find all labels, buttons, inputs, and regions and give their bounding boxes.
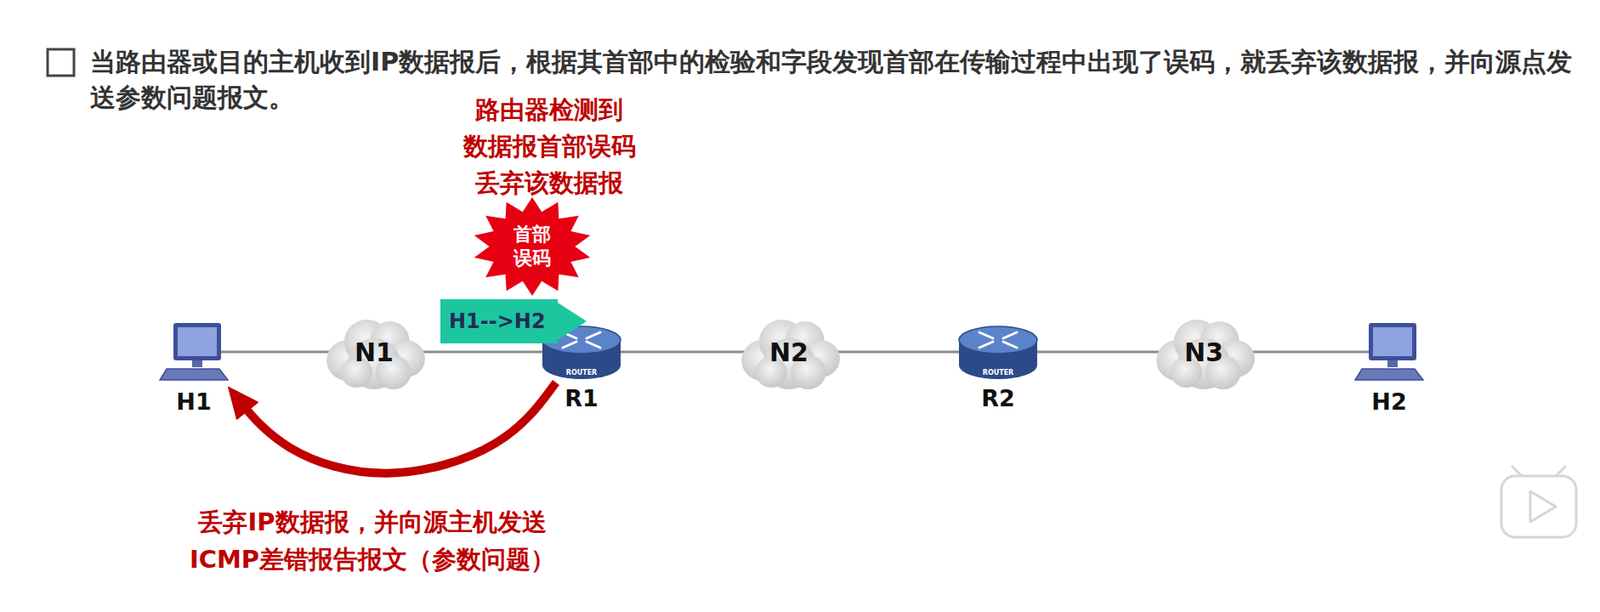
node-text: ROUTER [540, 368, 623, 377]
node-text: N1 [354, 337, 394, 368]
node-text: H1 [175, 389, 211, 415]
network-cloud: N3 [1151, 311, 1257, 393]
network-link [1021, 351, 1169, 354]
router-arrow [586, 332, 601, 339]
network-link [409, 351, 558, 354]
monitor [1368, 323, 1417, 361]
router-arrow [586, 341, 601, 348]
keyboard [1355, 368, 1424, 381]
stand [1387, 360, 1398, 368]
node-text: ROUTER [957, 368, 1039, 377]
node-text: R2 [981, 385, 1016, 412]
computer-shape [1355, 323, 1424, 381]
annotation-text: 丢弃IP数据报，并向源主机发送 ICMP差错报告报文（参数问题） [168, 503, 577, 579]
network-link [605, 351, 754, 354]
computer-shape [159, 323, 228, 381]
keyboard [159, 368, 228, 381]
node-text: 首部 误码 [510, 222, 555, 271]
screen [177, 327, 217, 357]
router-arrow [979, 332, 993, 339]
router-arrow [1003, 341, 1017, 348]
play-button-frame [1501, 476, 1577, 538]
router-arrow [1003, 332, 1017, 339]
network-cloud: N2 [736, 311, 842, 393]
router-arrow [562, 341, 577, 348]
router-arrow [562, 332, 577, 339]
router-arrow [979, 341, 993, 348]
router-icon: ROUTERR2 [957, 323, 1039, 381]
cloud-shape [741, 319, 840, 390]
node-shape [472, 197, 592, 296]
node-text: H1-->H2 [440, 309, 546, 334]
network-link [212, 351, 339, 354]
network-link [1239, 351, 1371, 354]
burst-shape [474, 197, 591, 296]
node-text: H2 [1371, 389, 1407, 415]
node-text: R1 [564, 385, 599, 412]
router-top [542, 326, 621, 354]
icmp-report-arrow [232, 382, 557, 474]
cloud-shape [326, 319, 426, 390]
title-text: 当路由器或目的主机收到IP数据报后，根据其首部中的检验和字段发现首部在传输过程中… [90, 44, 1592, 116]
stand [192, 360, 203, 368]
cloud-shape [1156, 319, 1255, 390]
node-text: N3 [1184, 337, 1224, 368]
network-cloud: N1 [321, 311, 427, 393]
datagram-arrow: H1-->H2 [440, 299, 587, 344]
node-shape [158, 319, 230, 385]
play-button-triangle [1530, 491, 1556, 522]
checkbox [47, 49, 74, 76]
node-text: N2 [769, 337, 809, 368]
annotation-text: 路由器检测到 数据报首部误码 丢弃该数据报 [442, 91, 656, 202]
host-computer: H1 [158, 319, 230, 385]
router-top [958, 326, 1038, 354]
node-shape [1353, 319, 1425, 385]
error-burst: 首部 误码 [472, 197, 592, 296]
screen [1373, 327, 1413, 357]
network-link [824, 351, 975, 354]
monitor [173, 323, 222, 361]
play-button-ears [1511, 465, 1566, 477]
play-button [1501, 465, 1577, 538]
host-computer: H2 [1353, 319, 1425, 385]
